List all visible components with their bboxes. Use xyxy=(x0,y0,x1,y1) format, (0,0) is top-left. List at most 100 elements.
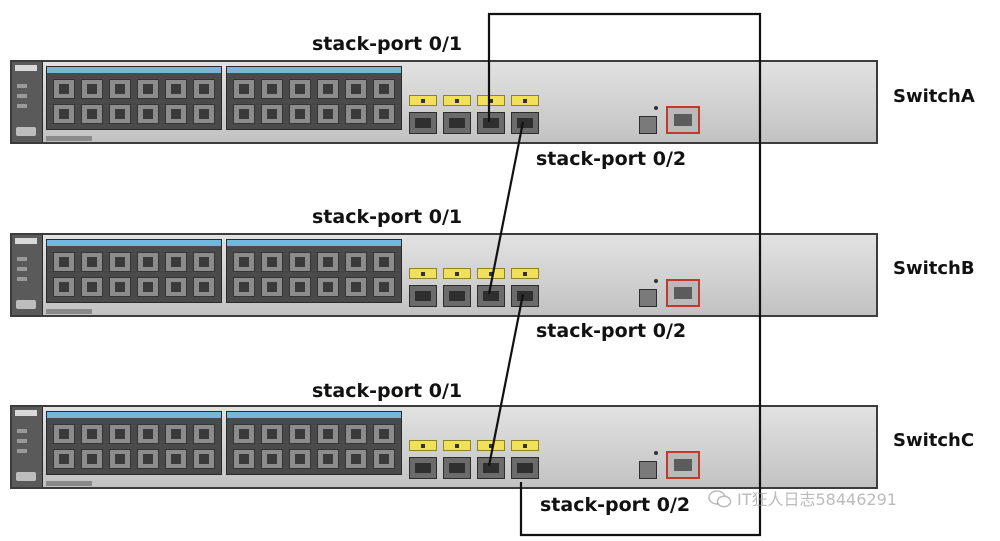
rj45-port xyxy=(165,252,187,272)
rj45-port xyxy=(373,424,395,444)
console-port xyxy=(639,461,657,479)
rj45-port xyxy=(289,424,311,444)
switch-name-a: SwitchA xyxy=(893,86,975,107)
rj45-port xyxy=(317,252,339,272)
switch-name-c: SwitchC xyxy=(893,430,975,451)
rj45-port xyxy=(137,424,159,444)
rj45-port-block-1 xyxy=(46,239,222,303)
rj45-port xyxy=(137,104,159,124)
rj45-port xyxy=(53,104,75,124)
rj45-port xyxy=(373,104,395,124)
rj45-port xyxy=(317,104,339,124)
rj45-port xyxy=(373,277,395,297)
cable-a-to-b xyxy=(487,121,525,295)
rj45-port xyxy=(165,424,187,444)
rj45-port xyxy=(53,449,75,469)
rj45-port xyxy=(109,104,131,124)
rj45-port xyxy=(345,449,367,469)
rj45-port xyxy=(345,277,367,297)
rj45-port-block-1 xyxy=(46,411,222,475)
watermark-text: IT狂人日志58446291 xyxy=(737,490,897,509)
rj45-port xyxy=(81,79,103,99)
stack-port-label-b-1: stack-port 0/1 xyxy=(312,206,463,228)
cable-b-to-c xyxy=(487,293,525,467)
rj45-port xyxy=(345,104,367,124)
sfp-port-2 xyxy=(443,457,471,479)
rj45-port xyxy=(193,252,215,272)
rj45-port xyxy=(233,104,255,124)
rj45-port xyxy=(137,277,159,297)
front-panel-indicators xyxy=(12,62,43,142)
console-port xyxy=(639,116,657,134)
front-panel-indicators xyxy=(12,407,43,487)
stack-port-0-1 xyxy=(477,112,505,134)
management-port xyxy=(666,279,700,307)
rj45-port xyxy=(109,449,131,469)
rj45-port xyxy=(165,449,187,469)
rj45-port xyxy=(373,449,395,469)
ring-cable xyxy=(487,12,762,537)
rj45-port xyxy=(233,79,255,99)
stack-port-label-c-1: stack-port 0/1 xyxy=(312,380,463,402)
watermark: IT狂人日志58446291 xyxy=(708,486,897,510)
rj45-port xyxy=(53,424,75,444)
rj45-port xyxy=(261,424,283,444)
rj45-port xyxy=(53,277,75,297)
rj45-port xyxy=(373,252,395,272)
switch-chassis-c xyxy=(10,405,878,489)
stack-port-0-2 xyxy=(511,285,539,307)
stack-port-0-2 xyxy=(511,112,539,134)
rj45-port-block-2 xyxy=(226,66,402,130)
rj45-port xyxy=(317,277,339,297)
sfp-port-2 xyxy=(443,285,471,307)
rj45-port xyxy=(261,252,283,272)
rj45-port xyxy=(165,277,187,297)
rj45-port xyxy=(289,277,311,297)
rj45-port xyxy=(193,104,215,124)
rj45-port xyxy=(289,79,311,99)
rj45-port xyxy=(345,252,367,272)
rj45-port xyxy=(233,277,255,297)
rj45-port xyxy=(81,449,103,469)
rj45-port xyxy=(317,449,339,469)
management-port xyxy=(666,106,700,134)
rj45-port-block-2 xyxy=(226,239,402,303)
rj45-port-block-2 xyxy=(226,411,402,475)
rj45-port xyxy=(109,252,131,272)
rj45-port xyxy=(261,79,283,99)
rj45-port xyxy=(261,104,283,124)
rj45-port xyxy=(109,79,131,99)
switch-chassis-b xyxy=(10,233,878,317)
rj45-port xyxy=(193,79,215,99)
rj45-port xyxy=(137,252,159,272)
sfp-port-1 xyxy=(409,112,437,134)
rj45-port xyxy=(81,252,103,272)
rj45-port xyxy=(373,79,395,99)
rj45-port xyxy=(233,424,255,444)
rj45-port xyxy=(233,449,255,469)
stack-port-label-c-2: stack-port 0/2 xyxy=(540,494,691,516)
rj45-port xyxy=(109,277,131,297)
console-port xyxy=(639,289,657,307)
rj45-port xyxy=(317,79,339,99)
wechat-icon xyxy=(708,490,732,508)
rj45-port xyxy=(53,252,75,272)
rj45-port-block-1 xyxy=(46,66,222,130)
rj45-port xyxy=(137,79,159,99)
sfp-port-1 xyxy=(409,457,437,479)
rj45-port xyxy=(261,449,283,469)
rj45-port xyxy=(289,252,311,272)
switch-name-b: SwitchB xyxy=(893,258,975,279)
front-panel-indicators xyxy=(12,235,43,315)
rj45-port xyxy=(193,449,215,469)
rj45-port xyxy=(345,79,367,99)
rj45-port xyxy=(165,79,187,99)
rj45-port xyxy=(233,252,255,272)
rj45-port xyxy=(137,449,159,469)
rj45-port xyxy=(289,449,311,469)
management-port xyxy=(666,451,700,479)
rj45-port xyxy=(289,104,311,124)
rj45-port xyxy=(261,277,283,297)
sfp-port-2 xyxy=(443,112,471,134)
